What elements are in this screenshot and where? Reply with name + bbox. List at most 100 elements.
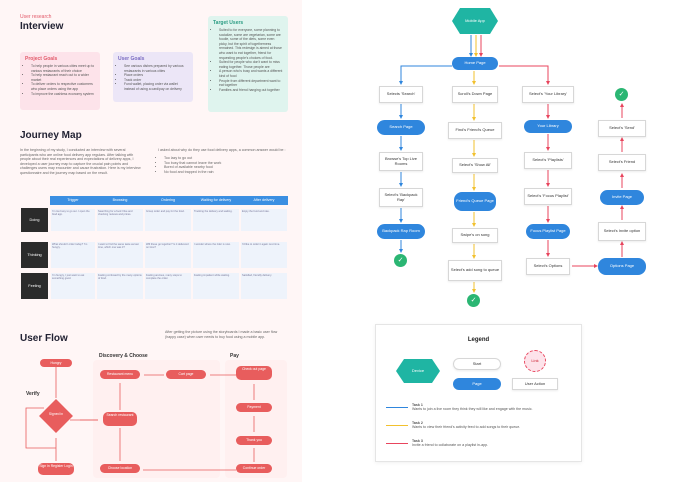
select-your-library-node: Select's 'Your Library': [522, 86, 574, 103]
list-item: No food and trapped in the rain: [164, 170, 294, 175]
select-add-song-node: Select's add song to queue: [448, 260, 502, 281]
select-show-all-node: Select's 'Show All': [452, 158, 498, 173]
journey-intro: In the beginning of my study, I conducte…: [20, 148, 141, 175]
uf-node: Cart page: [166, 370, 206, 379]
list-item: See various dishes prepared by various r…: [124, 64, 188, 73]
select-search-node: Selects 'Search': [379, 86, 423, 103]
journey-findings-intro: I asked about why do they use food deliv…: [158, 148, 286, 152]
user-goals-title: User Goals: [118, 56, 145, 62]
list-item: Too busy that cannot leave the work: [164, 161, 294, 166]
journey-cell: I wonder where the rider is now.: [193, 242, 239, 268]
task1-block: Task 1 Wants to join a live room they th…: [412, 403, 572, 412]
list-item: Suited to for everyone, some planning to…: [219, 28, 283, 60]
task-desc: Invite a friend to collaborate on a play…: [412, 443, 489, 448]
journey-findings: Too lazy to go out Too busy that cannot …: [158, 156, 294, 174]
task-title: Task 2: [412, 421, 423, 425]
list-item: Bored of available nearby food: [164, 165, 294, 170]
list-item: Suited for people who don't want to miss…: [219, 60, 283, 69]
journey-column-header: Browsing: [96, 196, 144, 205]
check-icon: ✓: [394, 254, 407, 267]
user-flow-connectors: [25, 366, 255, 471]
target-users-title: Target Users: [213, 20, 244, 26]
task-title: Task 3: [412, 439, 423, 443]
mobile-app-label: Mobile App: [465, 17, 485, 23]
task3-line: [386, 443, 408, 445]
list-item: To deliver orders to respective customer…: [31, 82, 95, 91]
your-library-node: Your Library: [524, 120, 572, 133]
uf-node: Payment: [236, 403, 272, 412]
legend-start-label: Start: [453, 358, 501, 370]
journey-cell: Enjoy the food and rate.: [241, 209, 287, 231]
project-goals-title: Project Goals: [25, 56, 58, 62]
uf-node: Restaurant menu: [100, 370, 140, 379]
journey-row-label: Thinking: [21, 242, 48, 268]
home-page-node: Home Page: [452, 57, 498, 70]
check-icon: ✓: [467, 294, 480, 307]
journey-cell: Feeling anxious, many steps to complete …: [145, 273, 191, 299]
friends-queue-page-node: Friend's Queue Page: [454, 192, 496, 211]
search-page-node: Search Page: [377, 120, 425, 135]
legend-device-label: Device: [411, 367, 425, 373]
find-friends-queue-node: Find's Friend's Queue: [448, 122, 502, 139]
select-focus-playlist-node: Select's 'Focus Playlist': [524, 188, 572, 205]
swipe-song-node: Swipe's on song: [452, 228, 498, 243]
task-desc: Wants to join a live room they think the…: [412, 407, 533, 412]
select-invite-option-node: Select's Invite option: [598, 222, 646, 241]
list-item: A person who's busy and wants a differen…: [219, 69, 283, 78]
user-goals-card: User Goals See various dishes prepared b…: [113, 52, 193, 102]
legend-page-label: Page: [453, 378, 501, 390]
journey-cell: I'd like to order it again next time.: [241, 242, 287, 268]
user-flow-title: User Flow: [20, 333, 68, 344]
task2-line: [386, 425, 408, 427]
browse-live-rooms-node: Browse's Top Live Rooms: [379, 152, 423, 171]
list-item: To help restaurant reach out to a wider …: [31, 73, 95, 82]
uf-section-label: Discovery & Choose: [99, 353, 148, 359]
user-flow-note: After getting the picture using the stor…: [165, 330, 278, 339]
select-playlists-node: Select's 'Playlists': [524, 152, 572, 169]
uf-node: Sign in Register Login: [38, 463, 74, 475]
list-item: Track order: [124, 78, 188, 83]
list-item: Fund wallet, placing order via wallet in…: [124, 82, 188, 91]
journey-row-label: Doing: [21, 208, 48, 232]
legend-user-action-label: User Action: [512, 378, 558, 390]
backpack-rap-room-node: Backpack Rap Room: [377, 224, 425, 239]
legend-title: Legend: [467, 337, 490, 343]
list-item: Place orders: [124, 73, 188, 78]
journey-cell: Tracking the delivery and waiting.: [193, 209, 239, 231]
uf-section-label: Verify: [26, 391, 40, 397]
scroll-down-node: Scroll's Down Page: [452, 86, 498, 103]
check-icon: ✓: [615, 88, 628, 101]
uf-node: Choose location: [100, 464, 140, 473]
journey-cell: Group order and pay for the food.: [145, 209, 191, 231]
journey-column-header: Trigger: [50, 196, 96, 205]
task-desc: Wants to view their friend's activity fe…: [412, 425, 521, 430]
journey-cell: Feeling impatient while waiting.: [193, 273, 239, 299]
journey-cell: Feeling confused by the many options of …: [97, 273, 143, 299]
legend-panel: Legend Device Start Page Link User Actio…: [375, 324, 582, 462]
project-goals-card: Project Goals To help people in various …: [20, 52, 100, 110]
invite-page-node: Invite Page: [600, 190, 644, 205]
uf-section-label: Pay: [230, 353, 239, 359]
options-page-node: Options Page: [598, 258, 646, 275]
journey-cell: Searching for a food I like and checking…: [97, 209, 143, 231]
case-study-panel: User research Interview Project Goals To…: [0, 0, 302, 482]
list-item: To improve the cashless economy system: [31, 92, 95, 97]
uf-node: Search restaurant: [103, 412, 137, 426]
journey-cell: I'm too busy to go out. I open the food …: [51, 209, 95, 231]
list-item: People from different department want to…: [219, 79, 283, 88]
task-title: Task 1: [412, 403, 423, 407]
task2-block: Task 2 Wants to view their friend's acti…: [412, 421, 572, 430]
focus-playlist-page-node: Focus Playlist Page: [526, 224, 570, 239]
uf-node: Hungry: [40, 359, 72, 367]
uf-node: Thank you: [236, 436, 272, 445]
journey-cell: Satisfied, friendly delivery.: [241, 273, 287, 299]
journey-row-label: Feeling: [21, 273, 48, 299]
list-item: Families and friend hanging out together: [219, 88, 283, 93]
journey-column-header: Ordering: [144, 196, 192, 205]
journey-cell: What should I order today? I'm hungry.: [51, 242, 95, 268]
interview-title: Interview: [20, 21, 64, 32]
task3-block: Task 3 Invite a friend to collaborate on…: [412, 439, 572, 448]
uf-node: Check out page: [236, 366, 272, 380]
uf-node: Signed in: [48, 412, 64, 416]
